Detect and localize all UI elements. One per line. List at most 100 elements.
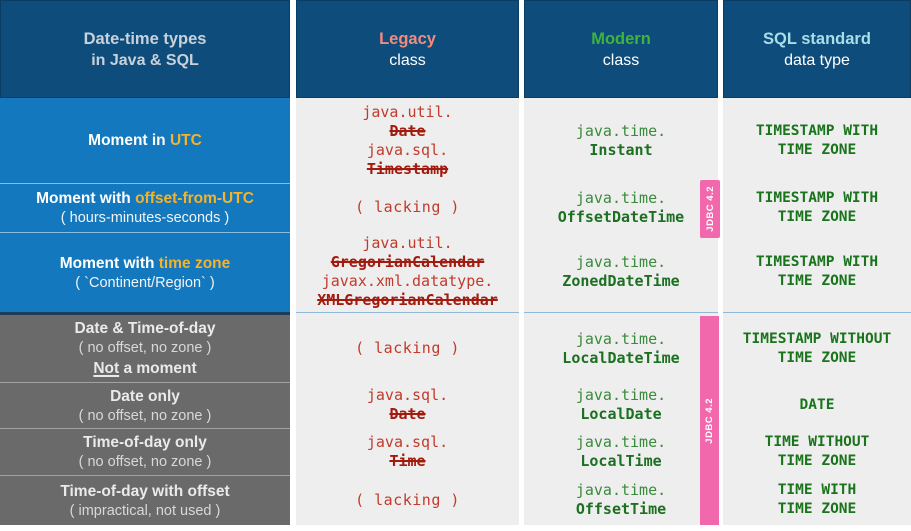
row-label-highlight: offset-from-UTC xyxy=(135,190,254,207)
modern-class-name: ZonedDateTime xyxy=(562,272,680,290)
legacy-header-label: Legacy xyxy=(379,29,436,48)
modern-package-text: java.time. xyxy=(575,253,667,271)
legacy-class-text: java.sql. xyxy=(366,140,449,159)
legacy-class-name-deprecated: GregorianCalendar xyxy=(330,253,485,271)
modern-package-text: java.time. xyxy=(575,386,667,404)
row-label-cell: Moment with offset-from-UTC ( hours-minut… xyxy=(0,183,290,232)
row-label-text: ( `Continent/Region` ) xyxy=(75,274,215,291)
legacy-class-name-deprecated: Date xyxy=(389,121,426,140)
sql-type-cell: TIME WITH TIME ZONE xyxy=(723,475,911,525)
legacy-class-text: java.sql. xyxy=(366,432,449,451)
row-label-note: ( no offset, no zone ) xyxy=(79,453,212,472)
row-label-highlight: time zone xyxy=(158,254,231,272)
row-label-title: Date & Time-of-day xyxy=(75,318,216,339)
modern-class-cell: java.time.LocalTime xyxy=(524,428,718,475)
modern-class-cell: java.time.LocalDateTime xyxy=(524,315,718,382)
sql-type-text: TIME ZONE xyxy=(777,273,857,289)
table-title-line1: Date-time types xyxy=(83,29,207,48)
legacy-class-name-deprecated: XMLGregorianCalendar xyxy=(317,291,498,309)
table-title-cell: Date-time types in Java & SQL xyxy=(0,0,290,98)
sql-type-cell: TIMESTAMP WITHOUT TIME ZONE xyxy=(723,315,911,382)
sql-type-text: TIMESTAMP WITHOUT xyxy=(742,330,892,347)
modern-package-text: java.time. xyxy=(575,432,667,451)
row-label-text: Moment with xyxy=(36,190,136,207)
row-label-title: Not a moment xyxy=(93,358,196,379)
section-divider xyxy=(524,312,718,315)
row-label-cell: Date only ( no offset, no zone ) xyxy=(0,382,290,428)
modern-class-name: LocalDate xyxy=(580,405,662,423)
row-label-text: a moment xyxy=(119,360,197,377)
row-label-title: Date only xyxy=(110,386,180,407)
modern-class-cell: java.time.OffsetTime xyxy=(524,475,718,525)
row-label-title: Moment in UTC xyxy=(88,130,202,151)
row-label-text: Moment in xyxy=(88,132,170,149)
jdbc-42-section-bar: JDBC 4.2 xyxy=(700,316,719,525)
modern-package-text: java.time. xyxy=(575,188,667,207)
sql-type-cell: DATE xyxy=(723,382,911,428)
row-label-cell: Date & Time-of-day ( no offset, no zone )… xyxy=(0,315,290,382)
row-labels-body: Moment in UTC Moment with offset-from-UTC… xyxy=(0,98,290,525)
legacy-header-sublabel: class xyxy=(389,51,426,69)
row-label-title: Time-of-day only xyxy=(83,432,207,453)
sql-type-text: TIME WITH xyxy=(777,482,857,498)
legacy-class-name-deprecated: Time xyxy=(389,451,426,470)
section-divider xyxy=(0,312,290,315)
sql-type-text: TIME ZONE xyxy=(777,452,857,469)
sql-header-label: SQL standard xyxy=(763,29,871,48)
row-label-cell: Moment with time zone( `Continent/Region… xyxy=(0,232,290,312)
row-label-note: ( no offset, no zone ) xyxy=(79,407,212,426)
legacy-class-text: java.util. xyxy=(362,234,453,252)
row-label-title: Time-of-day with offset xyxy=(60,481,229,502)
legacy-class-cell: java.sql.Date xyxy=(296,382,519,428)
row-label-text: Time-of-day with offset xyxy=(60,482,230,500)
sql-type-text: TIME ZONE xyxy=(777,501,857,517)
modern-class-cell: java.time.Instant xyxy=(524,98,718,183)
row-label-text: ( no offset, no zone ) xyxy=(78,454,212,470)
sql-type-cell: TIMESTAMP WITH TIME ZONE xyxy=(723,183,911,232)
sql-type-text: TIME ZONE xyxy=(777,208,857,225)
modern-package-text: java.time. xyxy=(575,121,667,140)
row-label-text: Date & Time-of-day xyxy=(74,320,216,337)
modern-class-name: OffsetDateTime xyxy=(557,207,685,226)
section-divider xyxy=(723,312,911,315)
row-label-cell: Time-of-day only ( no offset, no zone ) xyxy=(0,428,290,475)
row-label-cell: Time-of-day with offset( impractical, no… xyxy=(0,475,290,525)
modern-package-text: java.time. xyxy=(575,481,667,499)
sql-type-text: TIMESTAMP WITH xyxy=(755,122,879,139)
sql-type-text: TIME ZONE xyxy=(777,349,857,366)
legacy-class-cell: ( lacking ) xyxy=(296,183,519,232)
modern-package-text: java.time. xyxy=(575,329,667,348)
section-divider xyxy=(296,312,519,315)
row-label-text: Time-of-day only xyxy=(83,434,207,451)
modern-class-name: Instant xyxy=(589,140,653,159)
table-title-line2: in Java & SQL xyxy=(91,51,199,69)
legacy-column-header: Legacy class xyxy=(296,0,519,98)
modern-class-cell: java.time.OffsetDateTime xyxy=(524,183,718,232)
row-label-cell: Moment in UTC xyxy=(0,98,290,183)
modern-column-header: Modern class xyxy=(524,0,718,98)
legacy-class-name-deprecated: Date xyxy=(389,405,426,423)
sql-column-body: TIMESTAMP WITH TIME ZONE TIMESTAMP WITH TIM… xyxy=(723,98,911,525)
modern-class-cell: java.time.ZonedDateTime xyxy=(524,232,718,312)
legacy-class-name-deprecated: Timestamp xyxy=(366,159,449,178)
sql-type-text: DATE xyxy=(799,396,835,413)
row-label-highlight: UTC xyxy=(169,132,202,149)
legacy-class-cell: java.sql.Time xyxy=(296,428,519,475)
legacy-class-text: java.util. xyxy=(362,102,453,121)
legacy-class-text: ( lacking ) xyxy=(355,198,460,216)
modern-class-name: LocalTime xyxy=(580,451,662,470)
sql-type-text: TIMESTAMP WITH xyxy=(755,189,879,206)
modern-header-sublabel: class xyxy=(602,51,640,69)
row-label-text: ( no offset, no zone ) xyxy=(78,340,212,356)
row-label-text: Date only xyxy=(110,387,180,405)
modern-class-name: OffsetTime xyxy=(575,500,667,518)
sql-type-text: TIME ZONE xyxy=(777,141,857,158)
row-label-text: ( hours-minutes-seconds ) xyxy=(60,210,230,226)
